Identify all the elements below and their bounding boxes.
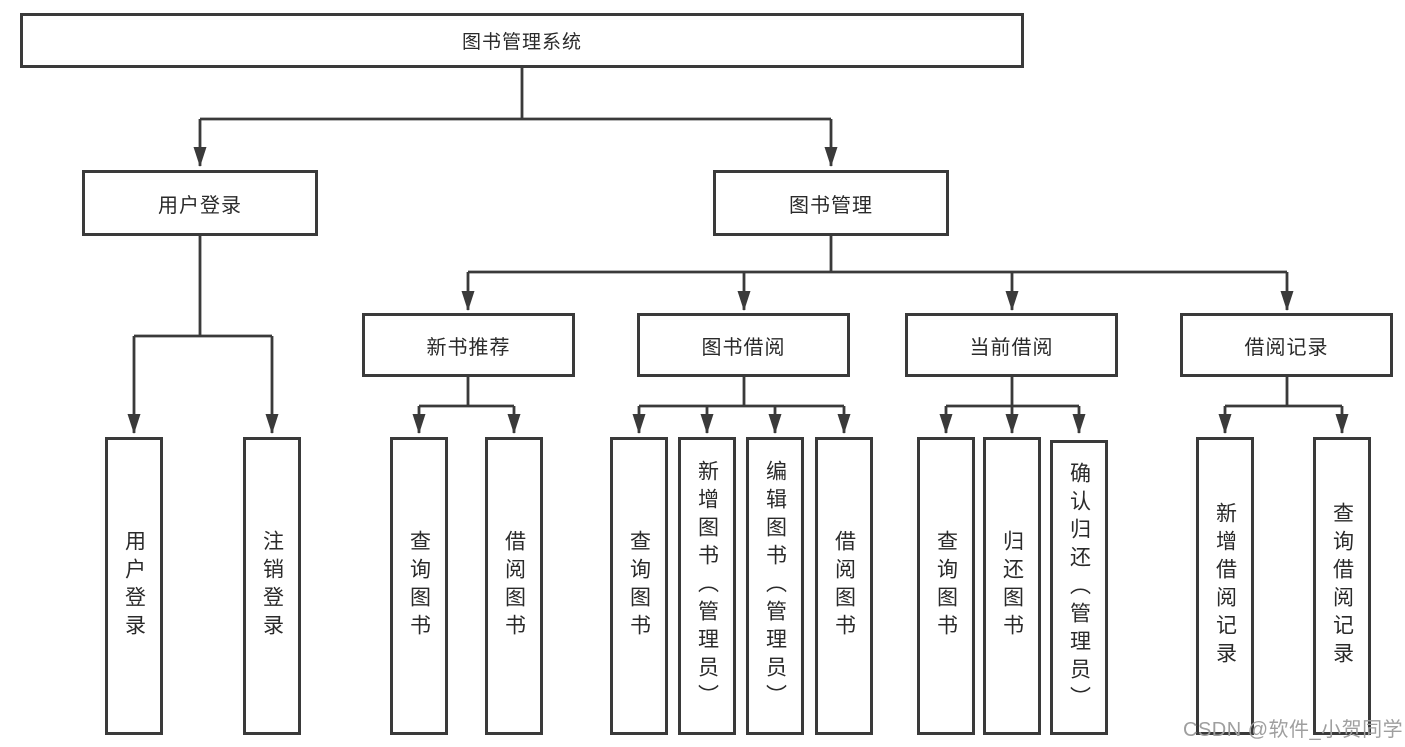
- leaf-cb-confirm-return: 确认归还（管理员）: [1050, 440, 1108, 735]
- leaf-bb-edit-book: 编辑图书（管理员）: [746, 437, 804, 735]
- connector-book-borrow-to-leaves: [632, 377, 851, 434]
- node-current-borrow: 当前借阅: [905, 313, 1118, 377]
- leaf-bb-query-book: 查询图书: [610, 437, 668, 735]
- connector-new-book-rec-to-leaves: [412, 377, 521, 434]
- leaf-logout: 注销登录: [243, 437, 301, 735]
- node-book-borrow: 图书借阅: [637, 313, 850, 377]
- leaf-user-login: 用户登录: [105, 437, 163, 735]
- leaf-rec-query-book: 查询图书: [390, 437, 448, 735]
- node-user-login: 用户登录: [82, 170, 318, 236]
- leaf-br-add-record: 新增借阅记录: [1196, 437, 1254, 735]
- node-new-book-rec: 新书推荐: [362, 313, 575, 377]
- connector-current-borrow-to-leaves: [939, 377, 1086, 434]
- leaf-cb-return-book: 归还图书: [983, 437, 1041, 735]
- node-borrow-record: 借阅记录: [1180, 313, 1393, 377]
- leaf-bb-add-book: 新增图书（管理员）: [678, 437, 736, 735]
- leaf-cb-query-book: 查询图书: [917, 437, 975, 735]
- connector-borrow-record-to-leaves: [1218, 377, 1349, 434]
- connector-book-mgmt-to-sections: [461, 236, 1294, 311]
- leaf-br-query-record: 查询借阅记录: [1313, 437, 1371, 735]
- node-root: 图书管理系统: [20, 13, 1024, 68]
- connector-root-to-level2: [193, 68, 838, 167]
- connector-user-login-to-leaves: [127, 236, 279, 434]
- leaf-bb-borrow-book: 借阅图书: [815, 437, 873, 735]
- leaf-rec-borrow-book: 借阅图书: [485, 437, 543, 735]
- node-book-mgmt: 图书管理: [713, 170, 949, 236]
- csdn-watermark: CSDN @软件_小贺同学: [1183, 719, 1404, 741]
